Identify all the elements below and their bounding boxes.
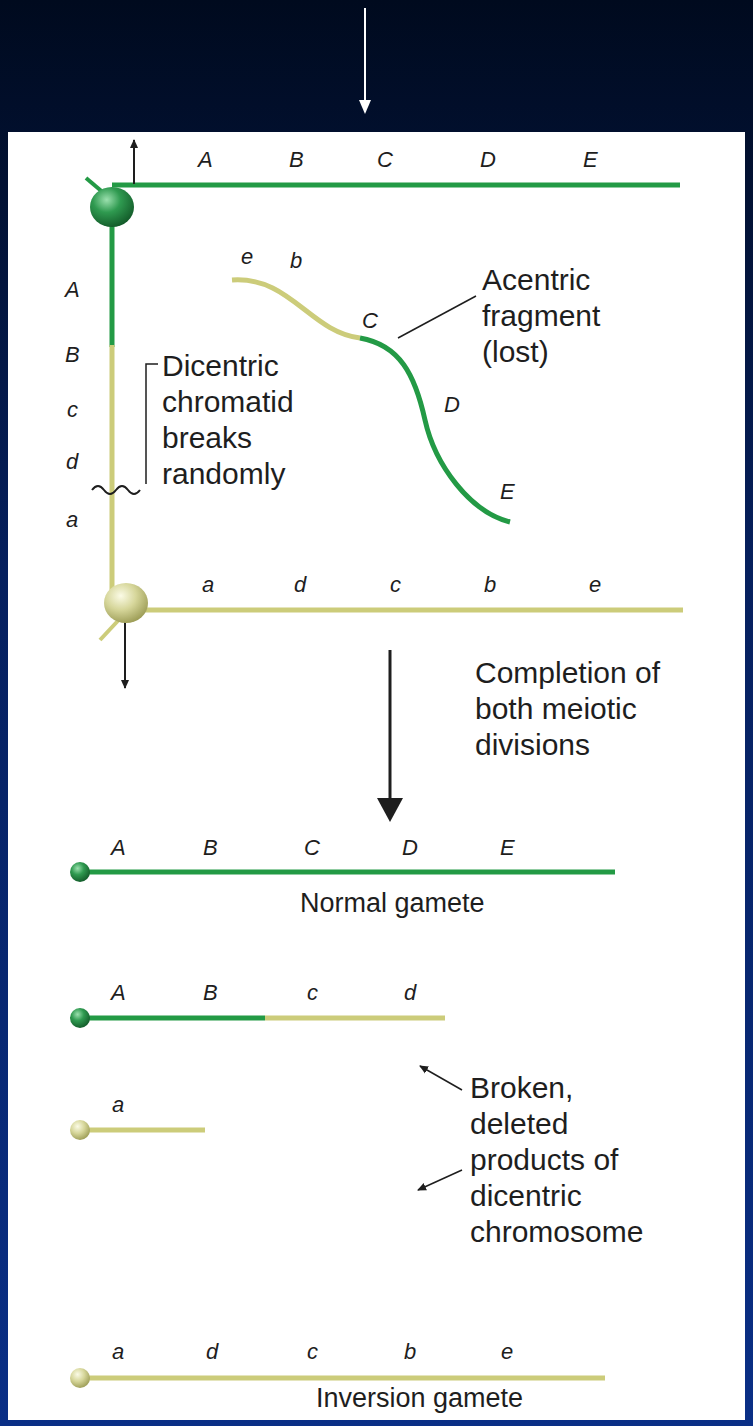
callout-text: Acentric fragment (lost) [482, 262, 662, 370]
gene-label: E [499, 479, 516, 505]
gene-label: c [306, 980, 319, 1006]
gene-label: d [403, 980, 417, 1006]
acentric-fragment [232, 280, 360, 338]
gene-label: B [288, 147, 305, 173]
break-mark [92, 486, 140, 494]
leader-line [398, 296, 476, 338]
gene-label: B [202, 980, 219, 1006]
gene-label: E [582, 147, 599, 173]
gene-label: a [111, 1092, 125, 1118]
gene-label: e [240, 244, 254, 270]
gene-label: e [588, 572, 602, 598]
gene-label: e [500, 1339, 514, 1365]
gene-label: a [65, 507, 79, 533]
dicentric-chromatid [110, 215, 115, 347]
gene-label: d [205, 1339, 219, 1365]
leader-arrow [418, 1170, 462, 1190]
gene-label: A [110, 980, 127, 1006]
gamete-chromosome [265, 1016, 445, 1021]
gamete-chromosome [72, 1376, 605, 1381]
gene-label: a [201, 572, 215, 598]
centromere [70, 862, 90, 882]
gamete-title: Inversion gamete [314, 1382, 525, 1414]
process-arrow [389, 650, 392, 800]
chromatid [112, 183, 680, 188]
gamete-chromosome [72, 1016, 265, 1021]
gene-label: c [389, 572, 402, 598]
gene-label: A [64, 277, 81, 303]
gene-label: b [289, 248, 303, 274]
process-arrow-head [377, 798, 403, 822]
pull-arrow [124, 618, 126, 688]
gene-label: C [376, 147, 394, 173]
gene-label: C [361, 308, 379, 334]
gene-label: b [483, 572, 497, 598]
pull-arrow [133, 140, 135, 184]
gene-label: d [65, 449, 79, 475]
callout-text: Dicentric chromatid breaks randomly [162, 348, 322, 492]
centromere [104, 583, 148, 623]
gene-label: D [479, 147, 497, 173]
dicentric-chromatid [110, 345, 115, 600]
gamete-chromosome [72, 870, 615, 875]
gene-label: A [110, 835, 127, 861]
gene-label: B [64, 342, 81, 368]
callout-text: Broken, deleted products of dicentric ch… [470, 1070, 670, 1250]
panel [8, 132, 745, 1420]
leader-line [146, 364, 158, 484]
gene-label: C [303, 835, 321, 861]
centromere [70, 1008, 90, 1028]
gene-label: B [202, 835, 219, 861]
chromatid [128, 608, 683, 613]
centromere [70, 1120, 90, 1140]
pointer-arrow [364, 8, 366, 112]
gene-label: c [66, 397, 79, 423]
centromere [90, 187, 134, 227]
callout-text: Completion of both meiotic divisions [475, 655, 695, 763]
gene-label: c [306, 1339, 319, 1365]
gene-label: E [499, 835, 516, 861]
gene-label: A [197, 147, 214, 173]
gamete-chromosome [72, 1128, 205, 1133]
gene-label: D [401, 835, 419, 861]
leader-arrow [420, 1066, 462, 1090]
gene-label: a [111, 1339, 125, 1365]
gamete-title: Normal gamete [298, 887, 487, 919]
gene-label: b [403, 1339, 417, 1365]
gene-label: D [443, 392, 461, 418]
centromere [70, 1368, 90, 1388]
gene-label: d [293, 572, 307, 598]
